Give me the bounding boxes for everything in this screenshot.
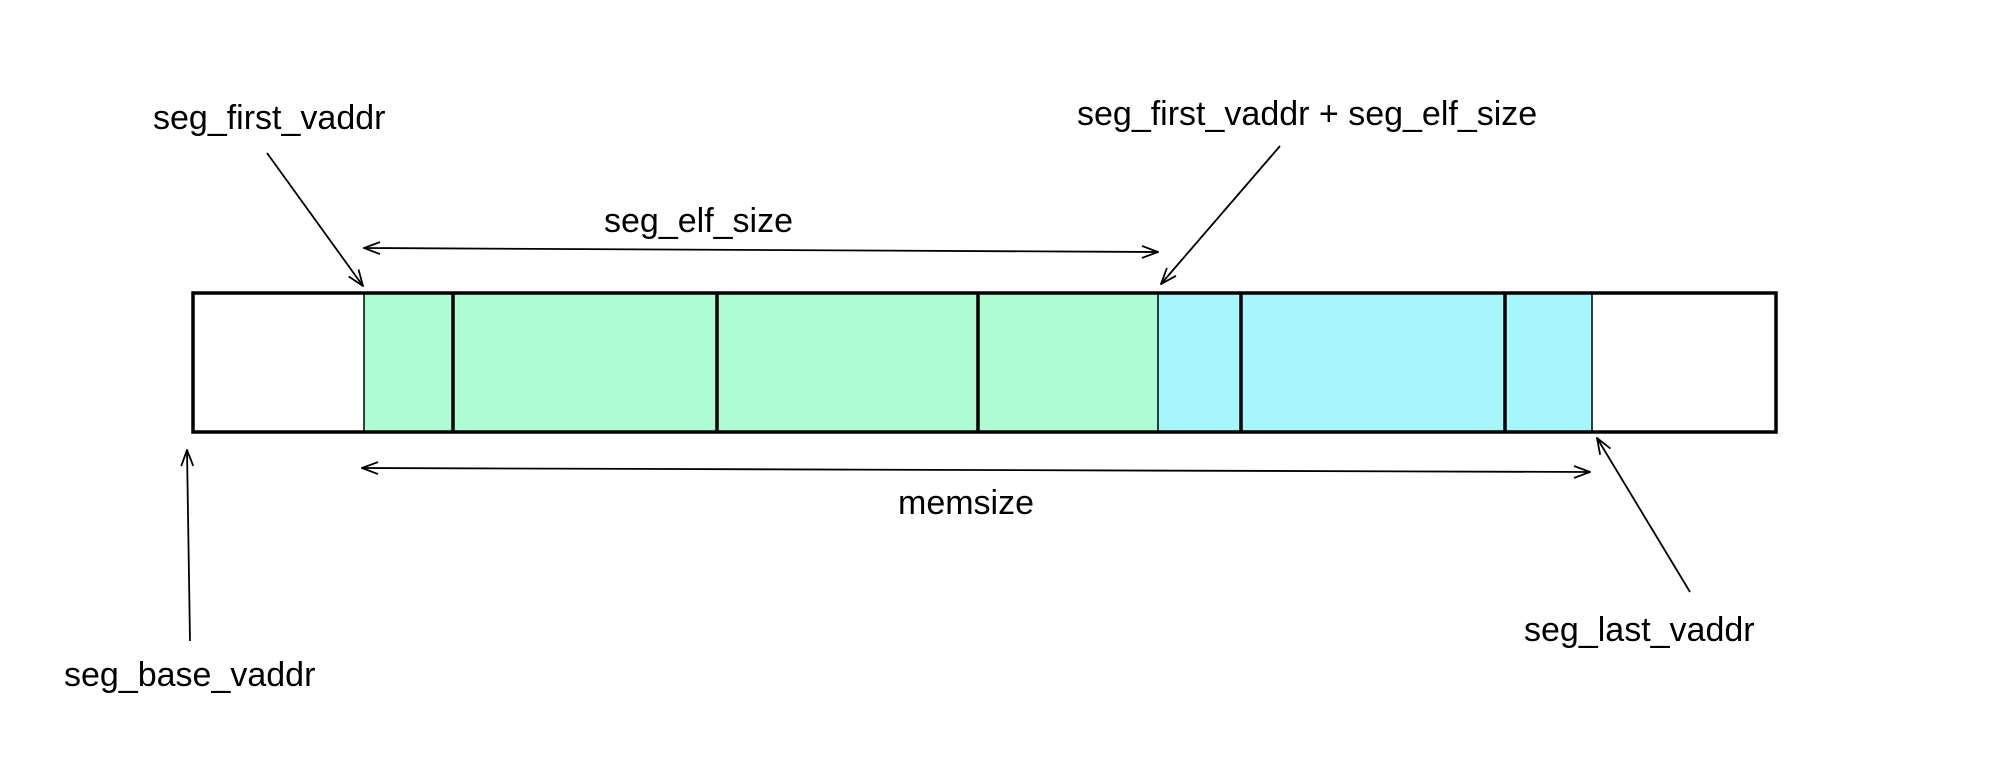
- memory-only-region: [1158, 293, 1592, 432]
- seg-first-plus-elf-label: seg_first_vaddr + seg_elf_size: [1077, 95, 1537, 133]
- memsize-label: memsize: [898, 484, 1034, 522]
- seg-last-vaddr-pointer: [1597, 438, 1691, 593]
- seg-base-vaddr-label: seg_base_vaddr: [64, 656, 315, 694]
- memsize-arrow: [362, 468, 1590, 472]
- seg-first-vaddr-label: seg_first_vaddr: [153, 99, 385, 137]
- seg-last-vaddr-label: seg_last_vaddr: [1524, 611, 1755, 649]
- seg-first-vaddr-pointer: [266, 152, 363, 286]
- seg-elf-size-arrow: [364, 248, 1158, 252]
- seg-base-vaddr-pointer: [187, 450, 190, 642]
- segment-outline: [191, 291, 1778, 434]
- file-backed-region: [364, 293, 1158, 432]
- seg-first-plus-elf-pointer: [1161, 145, 1281, 284]
- seg-elf-size-label: seg_elf_size: [604, 202, 793, 240]
